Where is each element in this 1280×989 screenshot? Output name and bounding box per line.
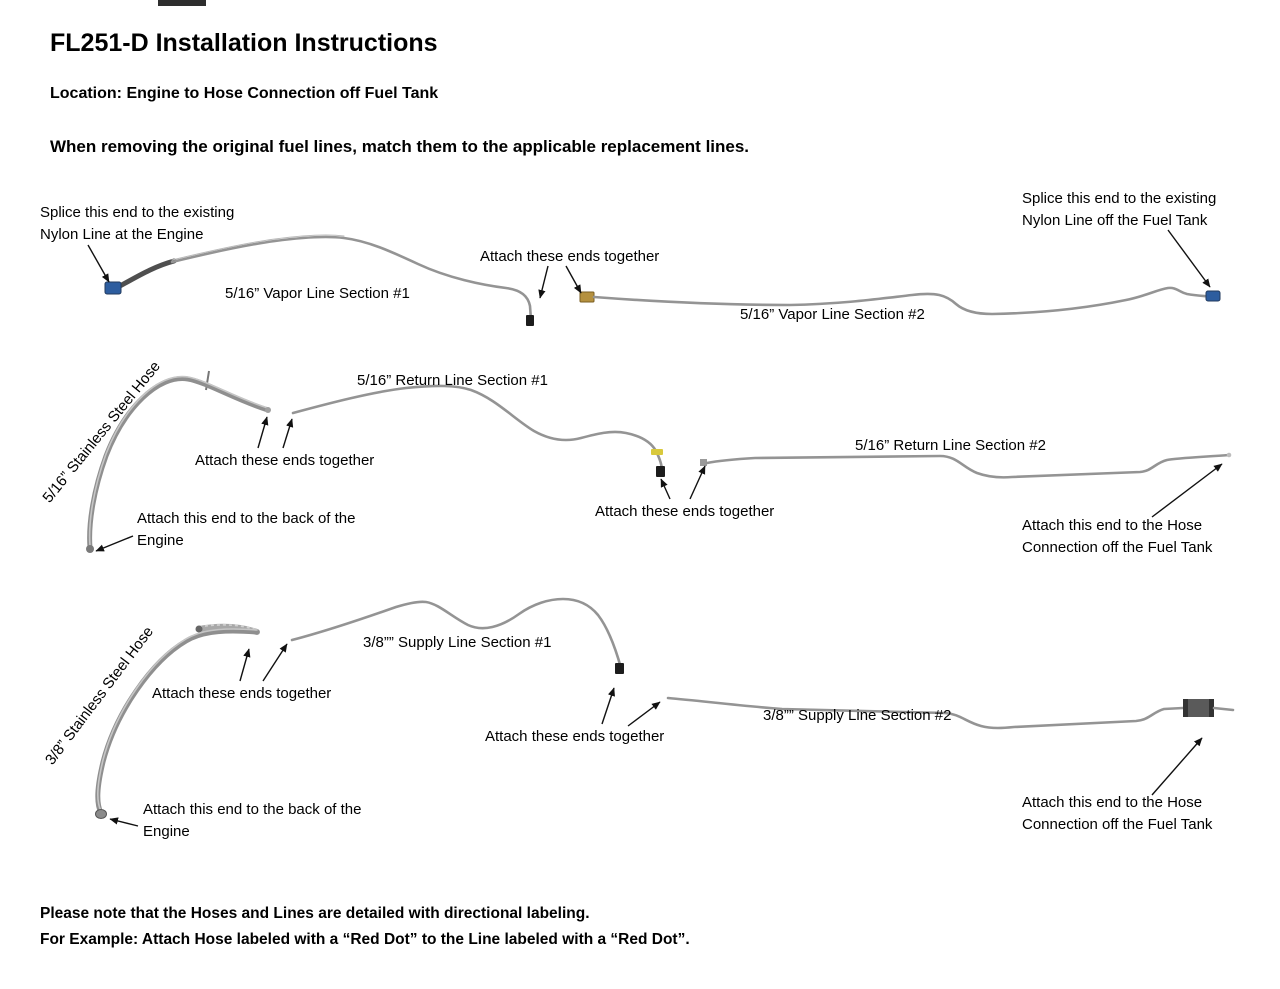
footer-note-2: For Example: Attach Hose labeled with a … — [40, 931, 690, 948]
fuel-line-path — [592, 286, 1215, 316]
black-tip — [526, 315, 534, 326]
vapor-line-section-2 — [579, 286, 1221, 316]
inline-filter — [1183, 699, 1214, 717]
intro-note: When removing the original fuel lines, m… — [50, 137, 750, 156]
braided-segment — [115, 258, 177, 290]
fuel-line-path — [705, 453, 1231, 479]
black-tip — [615, 663, 624, 674]
line-highlight — [171, 234, 345, 261]
line-end-cap — [1226, 452, 1232, 458]
vapor-section-1-label: 5/16” Vapor Line Section #1 — [225, 285, 410, 302]
supply-attach-2-label: Attach these ends together — [485, 728, 665, 745]
return-tank-note: Attach this end to the Hose Connection o… — [1022, 517, 1213, 556]
fuel-line-path — [291, 384, 664, 473]
label-splice-tank: Splice this end to the existing Nylon Li… — [1022, 190, 1217, 229]
arrow-return-engine — [95, 535, 134, 552]
arrow-return-attach2-right — [689, 465, 706, 500]
blue-fitting — [104, 281, 122, 295]
vapor-attach-label: Attach these ends together — [480, 248, 660, 265]
fuel-line-path — [290, 597, 623, 670]
arrow-splice-engine — [87, 244, 110, 283]
supply-tank-note: Attach this end to the Hose Connection o… — [1022, 794, 1213, 833]
return-section-1-label: 5/16” Return Line Section #1 — [357, 372, 548, 389]
return-engine-note: Attach this end to the back of the Engin… — [137, 510, 356, 549]
supply-line-section-2 — [666, 696, 1235, 730]
arrow-supply-attach2-left — [601, 687, 615, 725]
arrow-supply-tank — [1151, 737, 1203, 796]
brass-fitting — [579, 291, 595, 303]
hose-highlight — [88, 375, 269, 547]
arrow-return-attach1-left — [257, 416, 269, 449]
supply-engine-note: Attach this end to the back of the Engin… — [143, 801, 362, 840]
return-section-2-label: 5/16” Return Line Section #2 — [855, 437, 1046, 454]
arrow-supply-attach1-right — [262, 643, 288, 682]
hose-end-fitting — [195, 625, 203, 633]
filter-end — [1183, 699, 1188, 717]
arrow-return-tank — [1151, 463, 1223, 518]
braid-texture — [198, 624, 258, 631]
fuel-line-path — [666, 696, 1185, 730]
hose-highlight — [97, 628, 258, 812]
location-subtitle: Location: Engine to Hose Connection off … — [50, 85, 439, 102]
fuel-line-path — [1212, 706, 1235, 712]
vapor-line-section-1 — [104, 234, 534, 326]
return-line-section-1 — [291, 384, 665, 477]
arrow-vapor-attach-right — [565, 265, 582, 294]
return-stainless-hose — [86, 370, 271, 553]
arrow-vapor-attach-left — [538, 265, 549, 299]
line-end-cap — [700, 459, 707, 466]
supply-attach-1-label: Attach these ends together — [152, 685, 332, 702]
return-attach-1-label: Attach these ends together — [195, 452, 375, 469]
black-tip — [656, 466, 665, 477]
return-line-section-2 — [700, 452, 1232, 479]
hose-end-fitting — [95, 809, 107, 819]
arrow-return-attach2-left — [660, 478, 671, 500]
label-splice-engine: Splice this end to the existing Nylon Li… — [40, 204, 235, 243]
supply-section-2-label: 3/8”” Supply Line Section #2 — [763, 707, 952, 724]
fuel-line-path — [170, 235, 533, 322]
arrow-return-attach1-right — [282, 418, 294, 449]
cropped-top-mark — [158, 0, 206, 6]
arrow-supply-engine — [109, 817, 139, 827]
hose-end-fitting — [265, 407, 271, 413]
blue-fitting — [1205, 290, 1221, 302]
supply-stainless-hose — [95, 623, 260, 819]
vapor-section-2-label: 5/16” Vapor Line Section #2 — [740, 306, 925, 323]
hose-end-fitting — [86, 545, 94, 553]
footer-note-1: Please note that the Hoses and Lines are… — [40, 905, 590, 922]
page-title: FL251-D Installation Instructions — [50, 29, 438, 57]
yellow-band — [651, 449, 663, 455]
supply-line-section-1 — [290, 597, 624, 674]
arrow-supply-attach1-left — [239, 648, 251, 682]
annotation-arrows — [87, 229, 1223, 827]
arrow-splice-tank — [1167, 229, 1211, 288]
arrow-supply-attach2-right — [627, 701, 661, 727]
supply-section-1-label: 3/8”” Supply Line Section #1 — [363, 634, 552, 651]
return-attach-2-label: Attach these ends together — [595, 503, 775, 520]
filter-end — [1209, 699, 1214, 717]
